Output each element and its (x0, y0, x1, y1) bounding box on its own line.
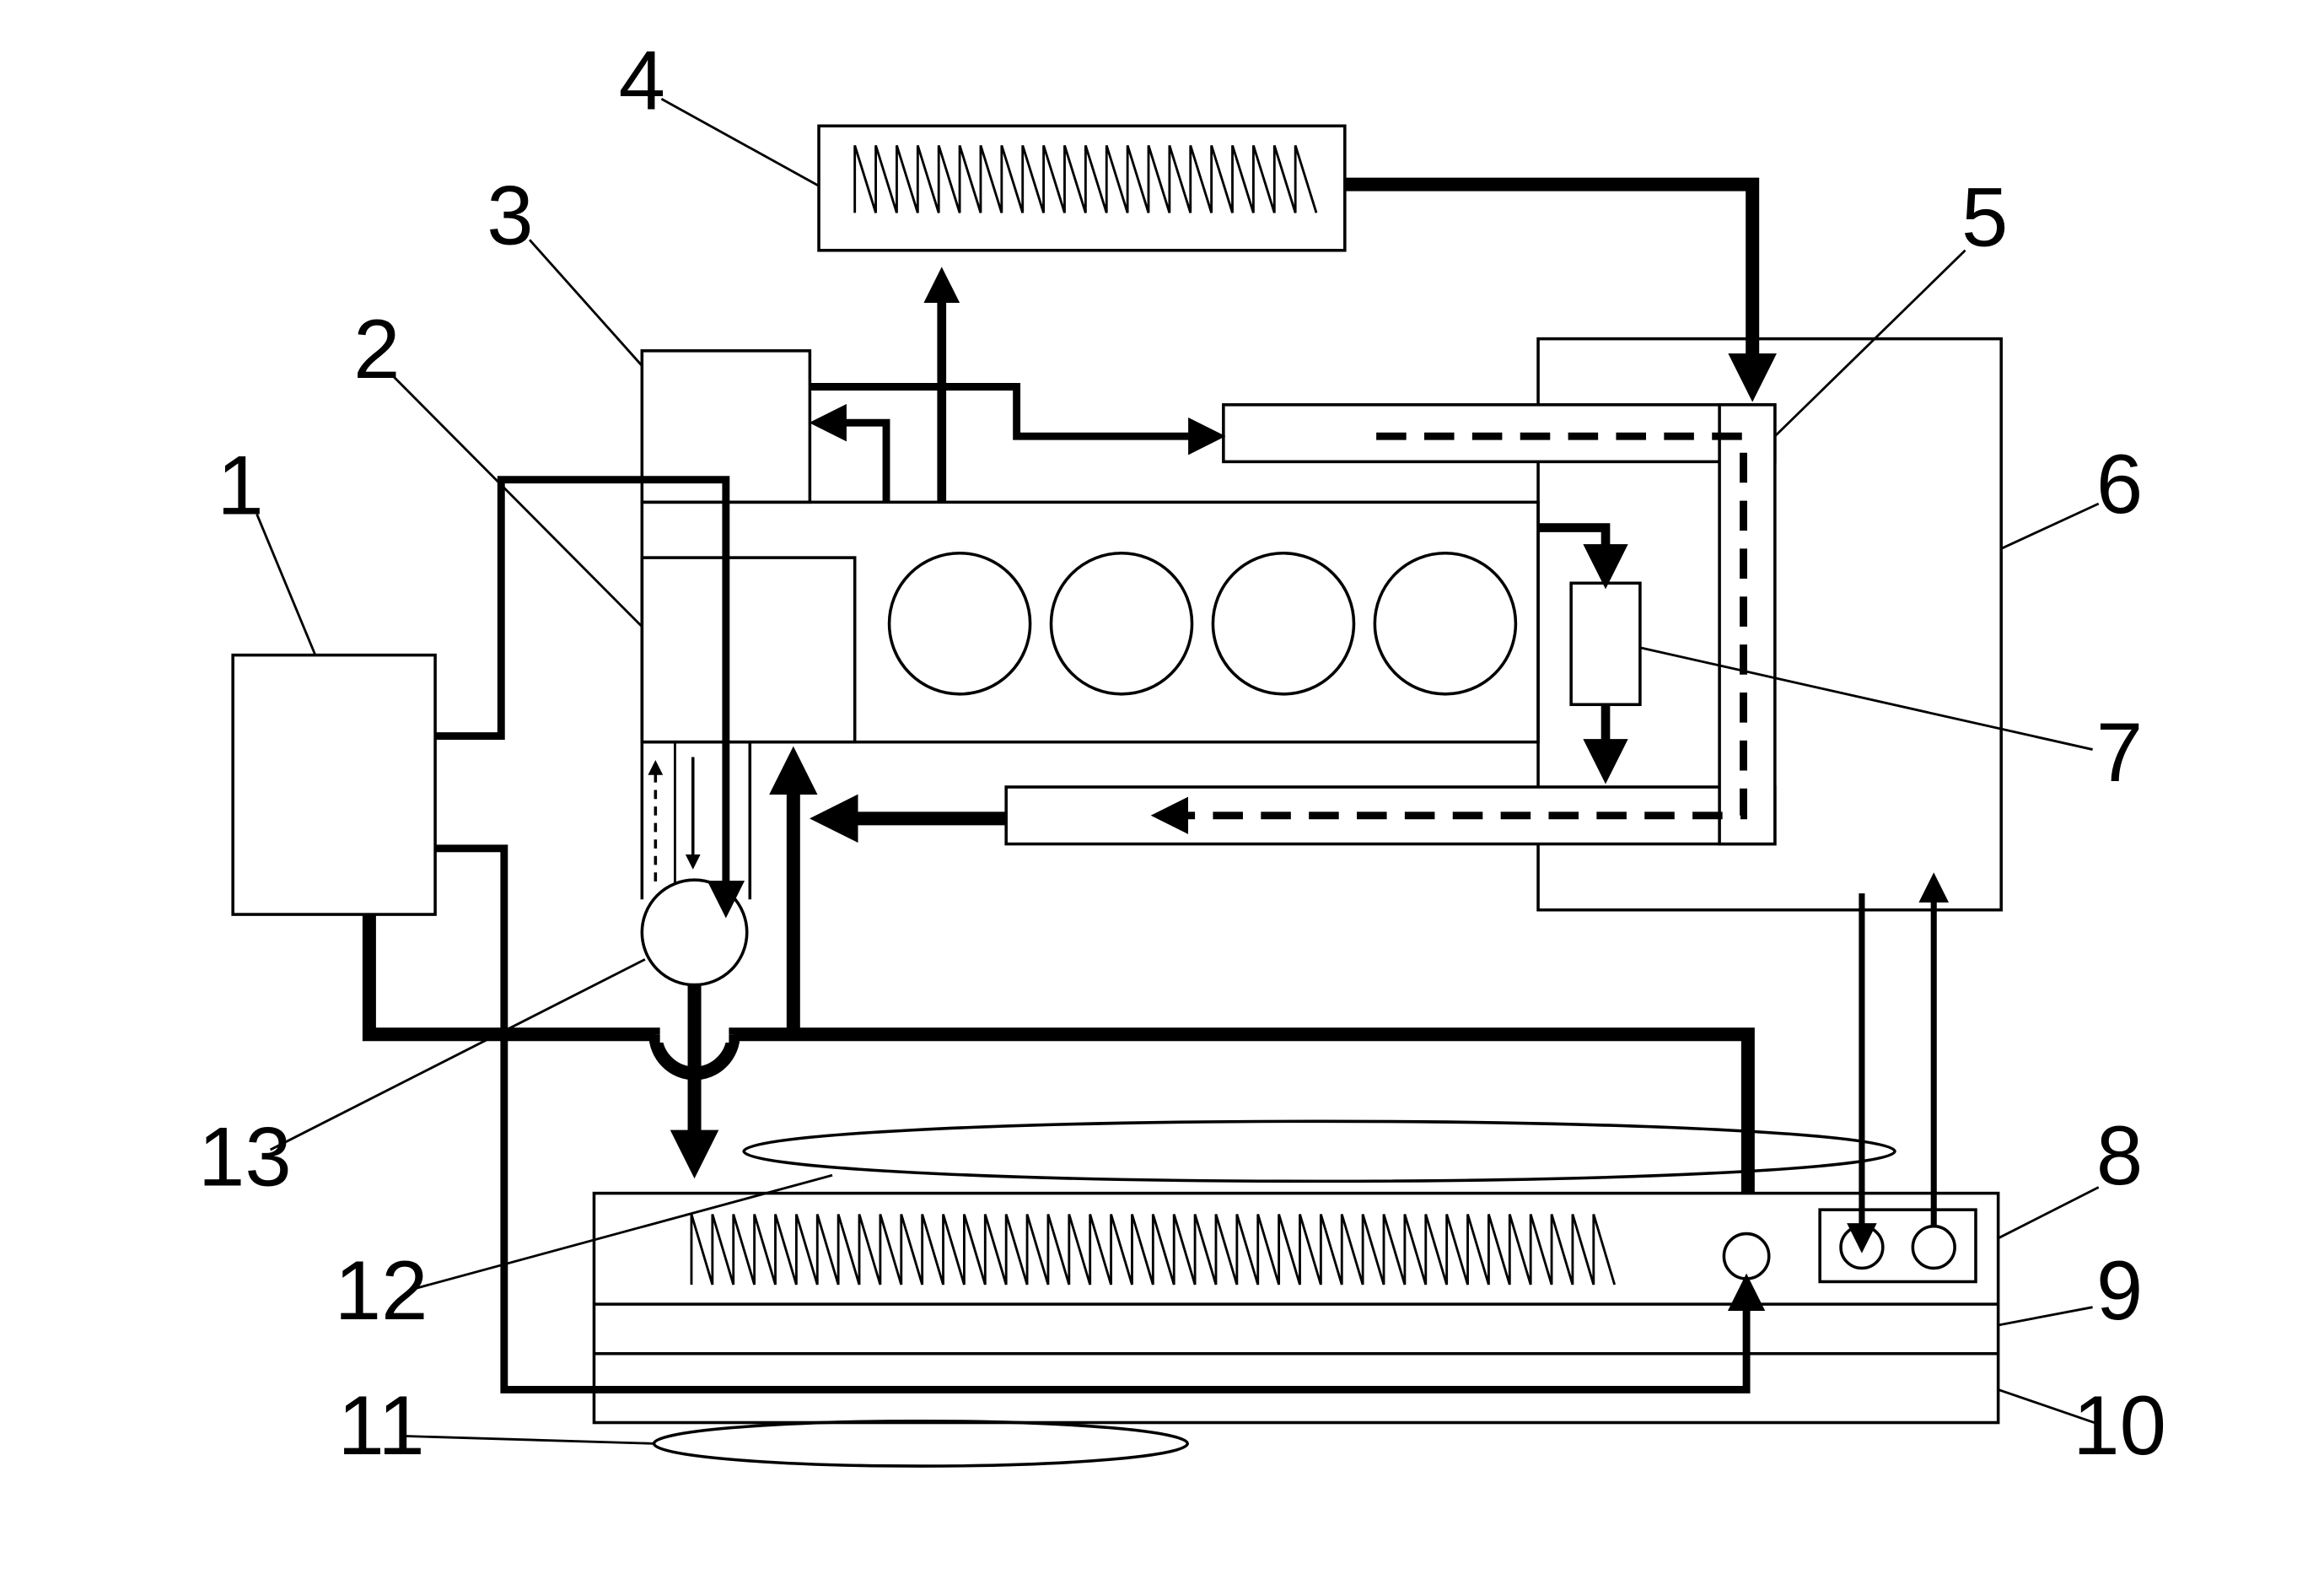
callout-5: 5 (1961, 170, 2008, 264)
cylinder-3 (1211, 551, 1356, 696)
callout-10: 10 (2073, 1379, 2166, 1473)
leader-lines (256, 98, 2100, 1445)
cylinder-4 (1373, 551, 1518, 696)
transmission-cooler-box (1818, 1208, 1977, 1284)
callout-13: 13 (198, 1111, 292, 1205)
callout-4: 4 (619, 35, 665, 128)
component-8-radiator (592, 1191, 2000, 1425)
callout-7: 7 (2096, 706, 2143, 800)
flow-bottom-main-loop (362, 914, 1755, 1194)
radiator-inlet-port (1722, 1232, 1771, 1280)
flow-engine-to-7 (1538, 523, 1628, 590)
component-13-pump (640, 878, 749, 987)
callout-2: 2 (353, 303, 400, 396)
cooler-port-right (1911, 1224, 1956, 1270)
cylinder-2 (1049, 551, 1194, 696)
component-4-heater-core (817, 124, 1347, 252)
flow-engine-to-box3 (809, 403, 890, 503)
component-12-ellipse (742, 1119, 1896, 1183)
flow-heater-to-channel (1344, 177, 1777, 402)
callout-9: 9 (2096, 1244, 2143, 1338)
callout-11: 11 (337, 1379, 424, 1473)
cylinder-1 (887, 551, 1032, 696)
flow-1-upper-loop (435, 476, 745, 919)
component-6-box (1536, 337, 2003, 912)
callout-1: 1 (217, 439, 263, 533)
engine-block (640, 500, 1540, 744)
flow-box3-to-upper-channel (810, 383, 1226, 455)
component-11-ellipse (652, 1419, 1189, 1468)
flow-1-bottom-loop (435, 844, 1766, 1393)
component-1-box (231, 653, 437, 916)
callout-8: 8 (2096, 1109, 2143, 1203)
callout-12: 12 (335, 1244, 428, 1338)
component-7-box (1569, 581, 1642, 707)
callout-3: 3 (487, 170, 533, 263)
component-2-tube (640, 741, 752, 900)
flow-dashed-channel (1150, 432, 1747, 834)
callout-6: 6 (2096, 438, 2143, 531)
